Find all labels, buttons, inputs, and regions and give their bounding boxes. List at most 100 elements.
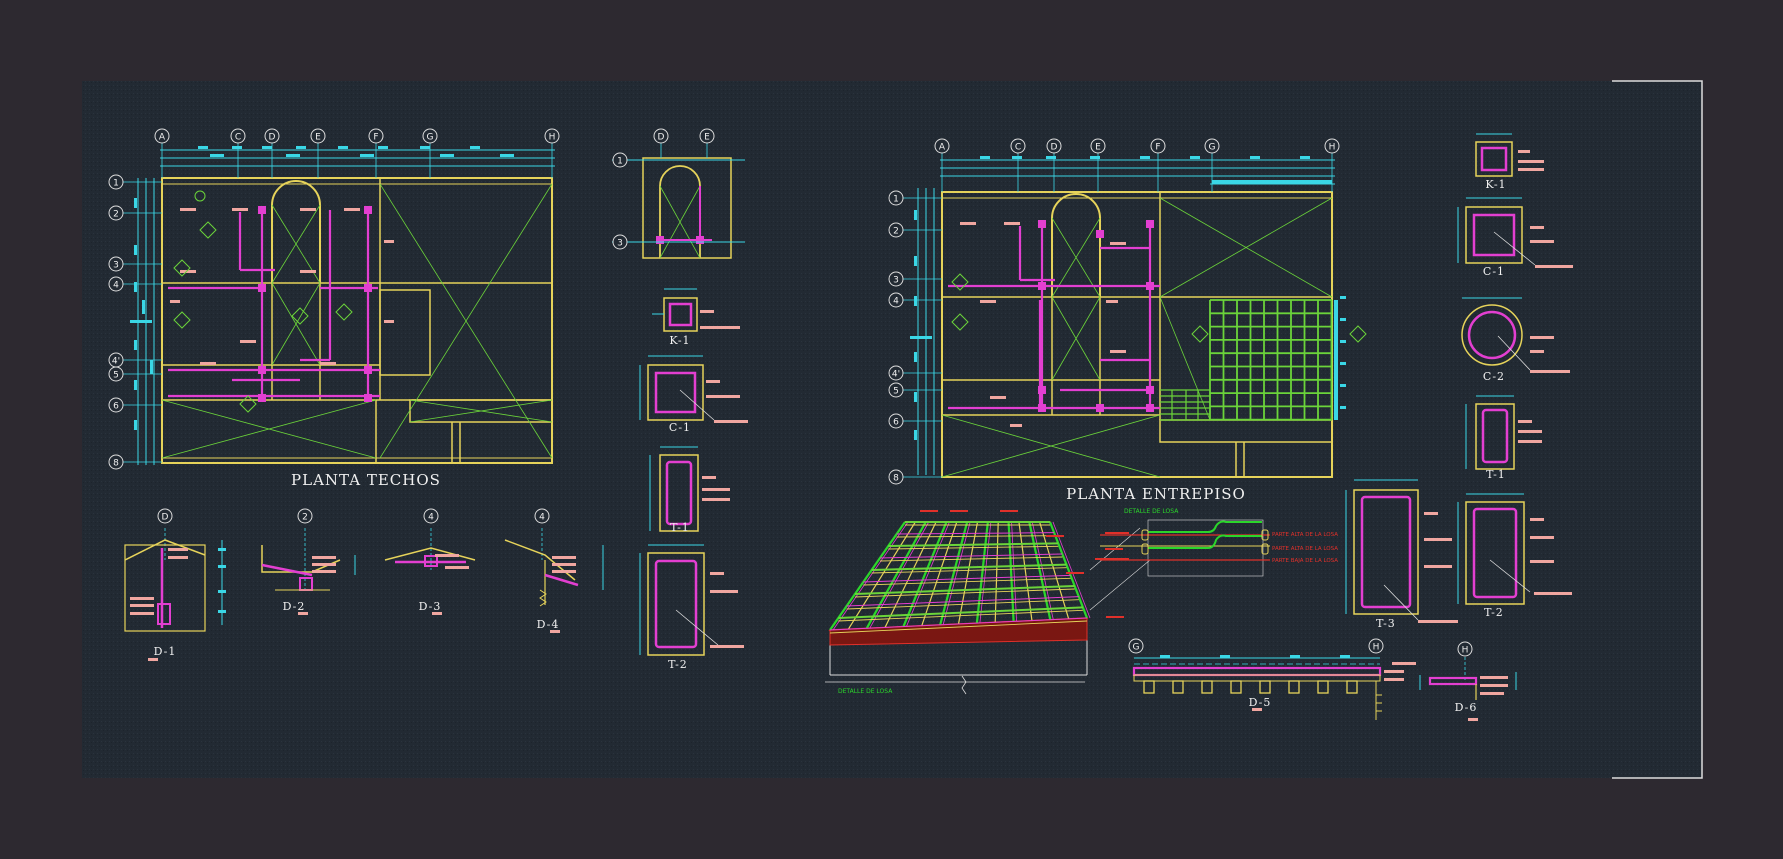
detail-d5-axis-0: G	[1128, 638, 1144, 654]
detail-d5-axis-0-text: G	[1133, 643, 1140, 653]
slab-rebar-mesh	[829, 521, 1091, 634]
waffle-slab-grid	[1160, 299, 1333, 421]
floor-axis-letter-3-text: E	[1095, 143, 1101, 153]
roof-drain-symbols	[173, 190, 353, 413]
stair-plan: D E 1 3	[612, 128, 745, 259]
stair-axis-number-1-text: 3	[617, 239, 623, 249]
roof-plan-title: PLANTA TECHOS	[291, 471, 441, 489]
roof-axis-number-4: 4'	[108, 352, 162, 368]
floor-axis-number-5: 5	[888, 382, 942, 398]
floor-columns	[1038, 220, 1154, 412]
roof-axis-number-0: 1	[108, 174, 162, 190]
roof-axis-number-3: 4	[108, 276, 162, 292]
roof-axis-number-2-text: 3	[113, 261, 119, 271]
detail-d5-ribs	[1143, 680, 1358, 694]
floor-top-dimension-ticks	[980, 156, 1332, 184]
detail-d6-axis: H	[1457, 641, 1473, 657]
section-label-left-2: T-1	[670, 521, 690, 534]
section-label-left-3: T-2	[668, 658, 688, 671]
roof-axis-letter-4-text: F	[373, 133, 378, 143]
floor-axis-number-3: 4	[888, 292, 942, 308]
roof-axis-number-0-text: 1	[113, 179, 119, 189]
stair-axis-bubbles: D E 1 3	[612, 128, 715, 250]
detail-label-d1: D-1	[154, 645, 177, 658]
section-label-right-1: C-1	[1483, 265, 1505, 278]
roof-axis-number-1: 2	[108, 205, 162, 221]
roof-axis-letter-3: E	[310, 128, 326, 178]
slab-section-detail: DETALLE DE LOSA PARTE ALTA DE LA LOSA PA…	[1095, 508, 1338, 577]
floor-arch	[1051, 193, 1101, 297]
floor-axis-letter-2-text: D	[1051, 143, 1058, 153]
roof-axis-letter-1-text: C	[235, 133, 241, 143]
section-t2-left	[639, 544, 744, 656]
section-label-left-1: C-1	[669, 421, 691, 434]
stair-axis-letter-1-text: E	[704, 133, 710, 143]
slab-note-2: PARTE BAJA DE LA LOSA	[1272, 558, 1338, 564]
floor-axis-letter-5-text: G	[1209, 143, 1216, 153]
detail-d2-axis: 2	[297, 508, 313, 524]
slab-section-title: DETALLE DE LOSA	[1124, 508, 1179, 515]
floor-axis-number-1: 2	[888, 222, 942, 238]
section-t3	[1345, 479, 1458, 623]
section-c1-left	[639, 355, 748, 423]
roof-axis-letter-2-text: D	[269, 133, 276, 143]
floor-axis-number-7-text: 8	[893, 474, 899, 484]
slab-note-1: PARTE ALTA DE LA LOSA	[1272, 546, 1338, 552]
roof-axis-number-1-text: 2	[113, 210, 119, 220]
section-label-right-5: T-2	[1484, 606, 1504, 619]
section-k1-right	[1475, 133, 1544, 177]
section-c1-right	[1457, 197, 1573, 268]
stair-axis-number-0-text: 1	[617, 157, 623, 167]
roof-axis-letter-0-text: A	[159, 133, 166, 143]
detail-d2	[261, 528, 356, 615]
detail-d4-axis: 4	[534, 508, 550, 524]
floor-axis-letter-0-text: A	[939, 143, 946, 153]
floor-axis-letter-1: C	[1010, 138, 1026, 192]
detail-d1	[124, 528, 226, 661]
floor-axis-number-2-text: 3	[893, 276, 899, 286]
floor-axis-number-6-text: 6	[893, 418, 899, 428]
sheet-border	[1612, 80, 1703, 779]
floor-axis-letter-4: F	[1150, 138, 1166, 192]
detail-d6	[1419, 657, 1517, 721]
floor-axis-number-4-text: 4'	[892, 370, 900, 380]
floor-notes	[960, 222, 1126, 427]
roof-beams	[168, 210, 380, 400]
slab-callouts	[920, 510, 1124, 618]
floor-slab-diagonals	[941, 197, 1333, 478]
floor-axis-numbers: 1 2 3 4 4' 5 6 8	[888, 190, 942, 485]
detail-d3	[384, 528, 476, 615]
floor-axis-number-4: 4'	[888, 365, 942, 381]
floor-axis-letter-2: D	[1046, 138, 1062, 192]
detail-label-d6: D-6	[1455, 701, 1478, 714]
section-label-right-3: T-1	[1486, 468, 1506, 481]
roof-arch	[271, 180, 321, 283]
floor-axis-letter-6-text: H	[1329, 143, 1336, 153]
right-section-details: K-1 C-1 C-2 T-1 T-3 T-2	[1345, 133, 1573, 630]
stair-axis-letter-1: E	[699, 128, 715, 158]
stair-axis-letter-0-text: D	[658, 133, 665, 143]
roof-axis-letter-6: H	[544, 128, 560, 178]
roof-axis-letter-5-text: G	[427, 133, 434, 143]
roof-axis-number-6: 6	[108, 397, 162, 413]
roof-axis-letter-0: A	[154, 128, 170, 178]
section-t1-left	[649, 446, 730, 532]
drawing-sheet	[82, 81, 1702, 778]
roof-slab-diagonals	[161, 183, 553, 459]
detail-d3-axis-text: 4	[428, 513, 434, 523]
slab-3d-detail: DETALLE DE LOSA	[825, 510, 1151, 695]
floor-axis-letter-3: E	[1090, 138, 1106, 192]
section-label-right-4: T-3	[1376, 617, 1396, 630]
detail-d5-axis-1: H	[1368, 638, 1384, 654]
section-c2-right	[1461, 297, 1570, 373]
floor-axis-number-2: 3	[888, 271, 942, 287]
floor-axis-number-0-text: 1	[893, 195, 899, 205]
floor-axis-letter-6: H	[1324, 138, 1340, 192]
floor-axis-number-0: 1	[888, 190, 942, 206]
